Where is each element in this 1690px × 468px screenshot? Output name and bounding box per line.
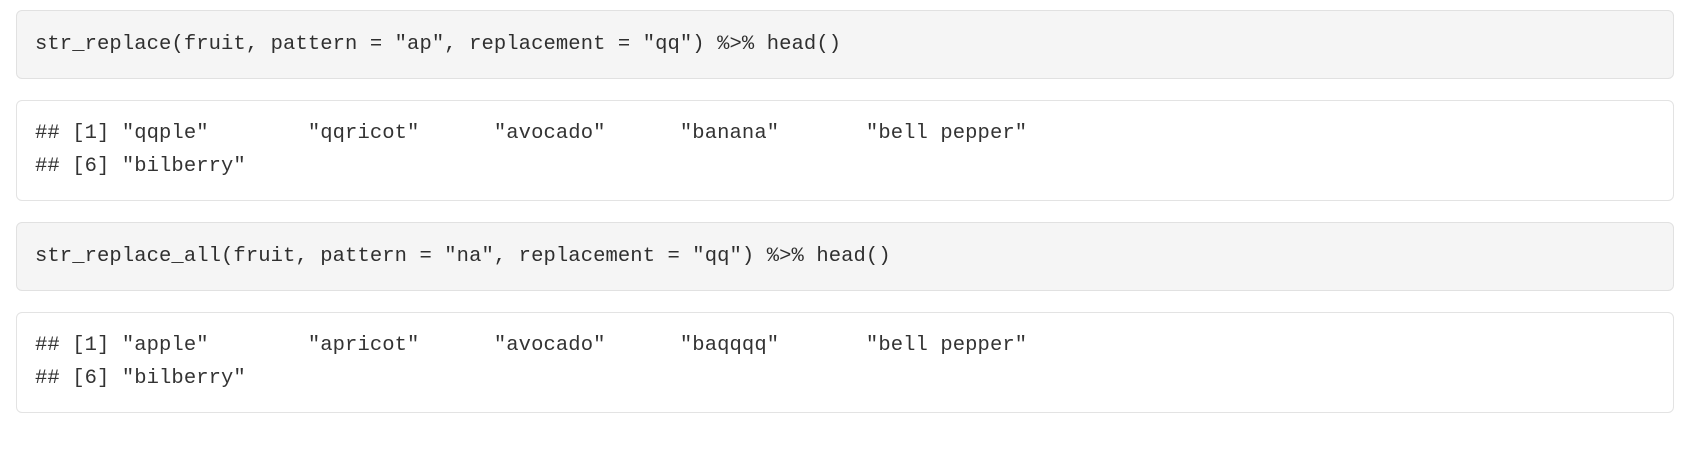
output-block-str-replace-all-text: ## [1] "apple" "apricot" "avocado" "baqq… [35, 329, 1655, 395]
code-block-str-replace-text: str_replace(fruit, pattern = "ap", repla… [35, 33, 842, 56]
output-block-str-replace-text: ## [1] "qqple" "qqricot" "avocado" "bana… [35, 117, 1655, 183]
code-block-str-replace-all[interactable]: str_replace_all(fruit, pattern = "na", r… [16, 222, 1674, 291]
output-line: ## [6] "bilberry" [35, 155, 246, 178]
transcript-page: str_replace(fruit, pattern = "ap", repla… [16, 10, 1674, 413]
output-line: ## [6] "bilberry" [35, 367, 246, 390]
output-block-str-replace: ## [1] "qqple" "qqricot" "avocado" "bana… [16, 100, 1674, 201]
code-block-str-replace[interactable]: str_replace(fruit, pattern = "ap", repla… [16, 10, 1674, 79]
output-line: ## [1] "qqple" "qqricot" "avocado" "bana… [35, 122, 1028, 145]
output-block-str-replace-all: ## [1] "apple" "apricot" "avocado" "baqq… [16, 312, 1674, 413]
code-block-str-replace-all-text: str_replace_all(fruit, pattern = "na", r… [35, 245, 891, 268]
output-line: ## [1] "apple" "apricot" "avocado" "baqq… [35, 334, 1028, 357]
